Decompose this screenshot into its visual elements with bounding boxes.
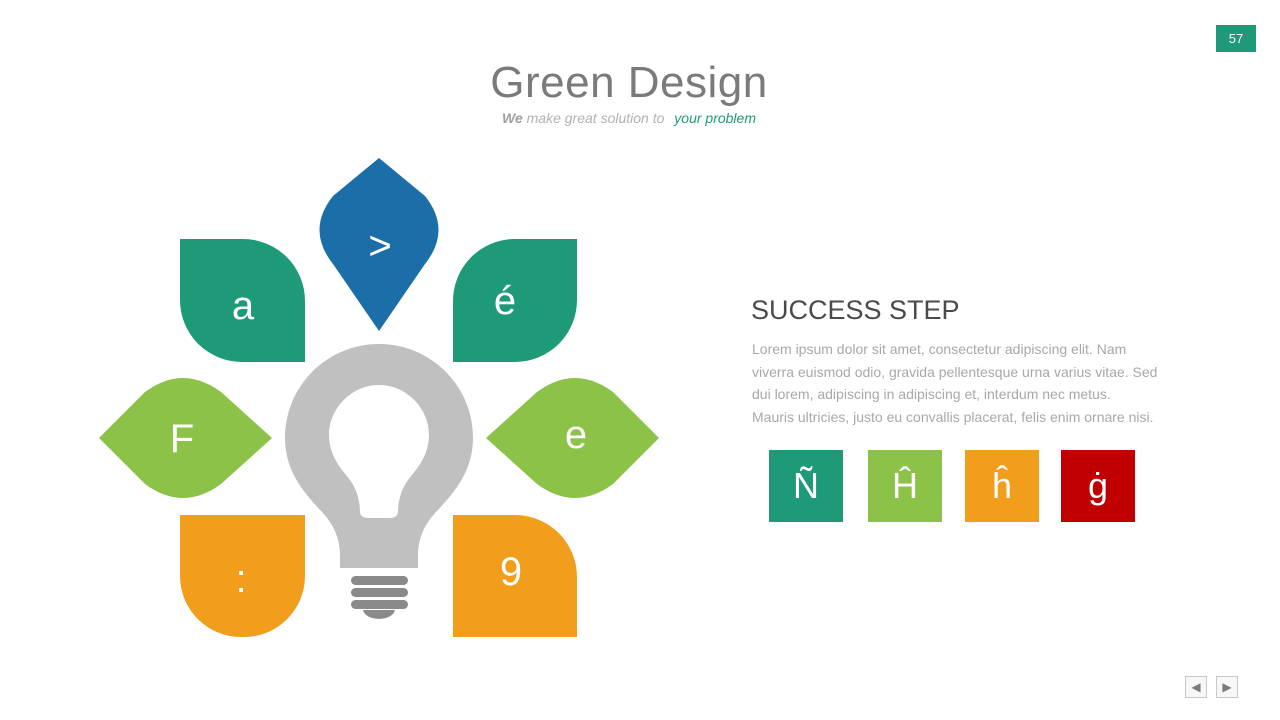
body-paragraph: Lorem ipsum dolor sit amet, consectetur … — [752, 338, 1182, 428]
subtitle-highlight: your problem — [674, 110, 756, 126]
body-line: viverra euismod odio, gravida pellentesq… — [752, 363, 1158, 380]
petal-middle-right-label: e — [564, 412, 588, 457]
prev-arrow-icon: ◀ — [1191, 680, 1201, 694]
next-slide-button[interactable]: ▶ — [1216, 676, 1238, 698]
petal-upper-left-label: a — [231, 283, 255, 328]
petal-lower-right — [453, 515, 577, 637]
subtitle-middle: make great solution to — [526, 110, 665, 126]
body-line: Lorem ipsum dolor sit amet, consectetur … — [752, 341, 1127, 357]
slide-subtitle: We make great solution to your problem — [0, 110, 1258, 126]
lightbulb-petal-diagram: > a é F e : 9 — [99, 158, 659, 637]
next-arrow-icon: ▶ — [1222, 680, 1232, 694]
petal-upper-right-label: é — [493, 278, 517, 323]
icon-tile-1: Ñ — [769, 450, 843, 522]
prev-slide-button[interactable]: ◀ — [1185, 676, 1207, 698]
slide-title: Green Design — [490, 58, 768, 107]
icon-tile-3: ĥ — [965, 450, 1039, 522]
lightbulb-icon — [285, 344, 473, 619]
icon-tile-2: Ĥ — [868, 450, 942, 522]
page-number-badge: 57 — [1216, 25, 1256, 52]
petal-top — [319, 158, 439, 331]
body-line: Mauris ultricies, justo eu convallis pla… — [752, 408, 1154, 425]
body-line: dui lorem, adipiscing in adipiscing et, … — [752, 386, 1111, 403]
petal-middle-left — [99, 378, 272, 498]
petal-middle-right — [486, 378, 659, 498]
icon-tile-4: ġ — [1061, 450, 1135, 522]
petal-lower-left-label: : — [235, 556, 247, 601]
section-heading: SUCCESS STEP — [751, 295, 960, 325]
petal-lower-right-label: 9 — [499, 549, 523, 594]
petal-upper-right — [453, 239, 577, 362]
diagram-graphics — [99, 158, 659, 637]
petal-middle-left-label: F — [169, 416, 195, 461]
petal-top-label: > — [368, 223, 392, 268]
subtitle-lead: We — [502, 110, 523, 126]
petal-lower-left — [180, 515, 305, 637]
petal-upper-left — [180, 239, 305, 362]
